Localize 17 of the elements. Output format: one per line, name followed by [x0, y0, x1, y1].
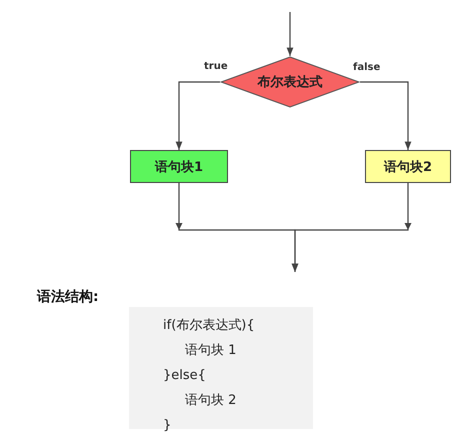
- process-box: [365, 150, 451, 183]
- edge-label: true: [203, 61, 229, 72]
- arrow: [360, 81, 412, 150]
- node-label: 语句块2: [384, 158, 432, 176]
- code-line: if(布尔表达式){: [163, 317, 255, 335]
- process-box: [130, 150, 228, 183]
- node-label: 布尔表达式: [258, 74, 322, 91]
- code-line: 语句块 2: [185, 392, 236, 410]
- arrow: [176, 81, 220, 150]
- section-heading: 语法结构:: [37, 288, 99, 306]
- code-line: }: [163, 417, 172, 435]
- code-line: }else{: [163, 367, 206, 385]
- arrow: [286, 12, 294, 56]
- node-label: 语句块1: [154, 158, 204, 176]
- code-line: 语句块 1: [185, 342, 236, 360]
- arrow: [292, 183, 409, 272]
- edge-label: false: [352, 62, 382, 73]
